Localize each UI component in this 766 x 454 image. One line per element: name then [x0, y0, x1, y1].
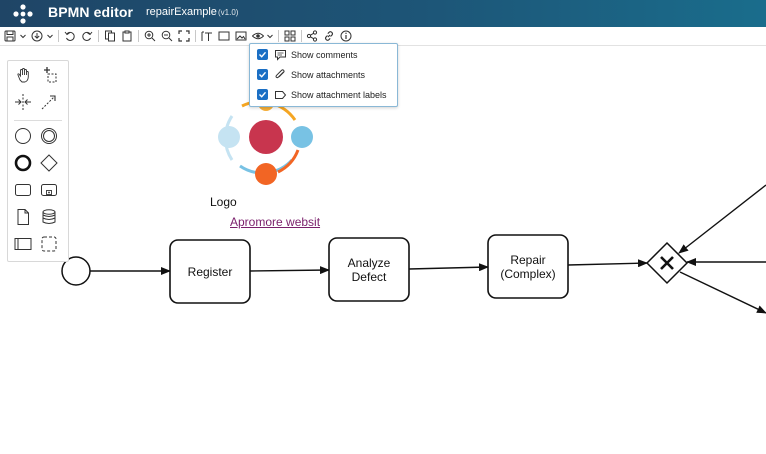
connect-tool-icon[interactable] [39, 92, 59, 112]
show-comments-option[interactable]: Show comments [250, 45, 397, 65]
data-store-icon[interactable] [39, 207, 59, 227]
paperclip-icon [274, 69, 287, 81]
checkbox-checked-icon[interactable] [257, 69, 268, 80]
group-icon[interactable] [39, 234, 59, 254]
menu-item-label: Show attachments [291, 70, 365, 80]
hand-tool-icon[interactable] [13, 65, 33, 85]
tool-palette [7, 60, 69, 262]
show-attachment-labels-option[interactable]: Show attachment labels [250, 85, 397, 105]
task-label: Register [170, 240, 250, 303]
apromore-logo-image[interactable] [218, 95, 313, 185]
data-object-icon[interactable] [13, 207, 33, 227]
checkbox-checked-icon[interactable] [257, 49, 268, 60]
task-label: Repair (Complex) [488, 235, 568, 298]
space-tool-icon[interactable] [13, 92, 33, 112]
tag-icon [274, 89, 287, 101]
end-event-icon[interactable] [13, 153, 33, 173]
start-event-icon[interactable] [13, 126, 33, 146]
comment-icon [274, 49, 287, 61]
menu-item-label: Show comments [291, 50, 358, 60]
exclusive-gateway[interactable] [647, 243, 687, 283]
task-label: Analyze Defect [329, 238, 409, 301]
pool-icon[interactable] [13, 234, 33, 254]
checkbox-checked-icon[interactable] [257, 89, 268, 100]
logo-caption: Logo [210, 195, 237, 209]
task-icon[interactable] [13, 180, 33, 200]
gateway-icon[interactable] [39, 153, 59, 173]
show-attachments-option[interactable]: Show attachments [250, 65, 397, 85]
lasso-tool-icon[interactable] [39, 65, 59, 85]
palette-separator [14, 120, 62, 121]
apromore-website-link[interactable]: Apromore websit [230, 215, 320, 229]
intermediate-event-icon[interactable] [39, 126, 59, 146]
subprocess-icon[interactable] [39, 180, 59, 200]
view-options-menu: Show comments Show attachments Show atta… [249, 43, 398, 107]
menu-item-label: Show attachment labels [291, 90, 387, 100]
